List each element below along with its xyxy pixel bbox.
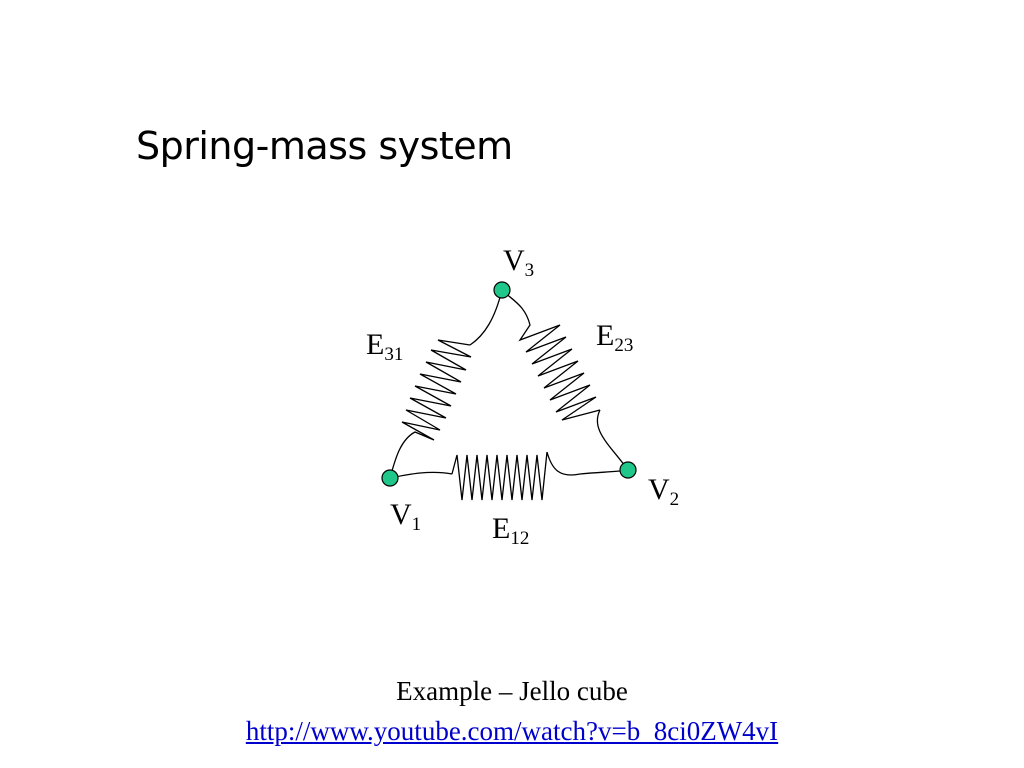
label-e12: E12: [492, 512, 529, 549]
label-v3: V3: [503, 244, 534, 281]
node-v3: [493, 281, 511, 299]
slide-title: Spring-mass system: [136, 124, 513, 168]
spring-e23: [501, 289, 629, 471]
video-link-container: http://www.youtube.com/watch?v=b_8ci0ZW4…: [0, 716, 1024, 747]
example-caption: Example – Jello cube: [396, 676, 628, 706]
label-v2: V2: [648, 473, 679, 510]
node-v2: [619, 461, 637, 479]
video-link[interactable]: http://www.youtube.com/watch?v=b_8ci0ZW4…: [245, 716, 779, 746]
spring-e12: [389, 451, 629, 501]
label-v1: V1: [390, 498, 421, 535]
spring-e31: [389, 289, 503, 479]
label-e31: E31: [366, 328, 403, 365]
node-v1: [381, 469, 399, 487]
label-e23: E23: [596, 319, 633, 356]
